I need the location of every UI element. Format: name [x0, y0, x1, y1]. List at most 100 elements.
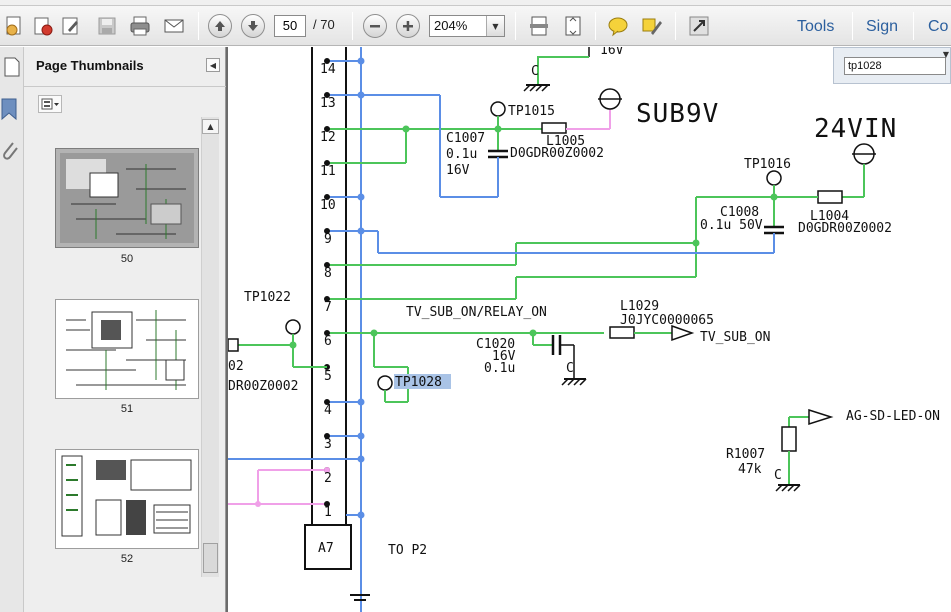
zoom-out-icon[interactable] — [363, 14, 387, 38]
pin-number: 1 — [324, 505, 332, 520]
page-icon[interactable] — [2, 57, 22, 81]
label-c1008-value: 0.1u 50V — [700, 218, 763, 233]
toolbar: 50 / 70 204% ▼ Tools S — [0, 6, 951, 46]
label-tp1028: TP1028 — [395, 375, 442, 390]
comment-icon[interactable] — [606, 14, 630, 38]
label-tv-sub-relay: TV_SUB_ON/RELAY_ON — [406, 305, 547, 320]
zoom-in-icon[interactable] — [396, 14, 420, 38]
label-c-top: C — [531, 64, 539, 79]
find-input[interactable]: tp1028 — [844, 57, 946, 75]
label-l1004-part: D0GDR00Z0002 — [798, 221, 892, 236]
bookmark-icon[interactable] — [0, 97, 20, 125]
thumbnail-page-52[interactable] — [55, 449, 199, 549]
page-count: / 70 — [313, 17, 335, 32]
label-l1029-part: J0JYC0000065 — [620, 313, 714, 328]
thumbnail-scrollbar[interactable]: ▲ — [201, 117, 219, 577]
panel-header: Page Thumbnails ◀ — [24, 47, 226, 87]
zoom-select[interactable]: 204% ▼ — [429, 15, 505, 37]
open-icon[interactable] — [31, 14, 55, 38]
label-tp1015: TP1015 — [508, 104, 555, 119]
thumbnail-label: 50 — [120, 253, 134, 265]
test-point-tp1022 — [285, 319, 301, 335]
sign-link[interactable]: Sign — [866, 18, 899, 35]
toolbar-separator — [675, 12, 676, 40]
thumbnail-page-51[interactable] — [55, 299, 199, 399]
schematic-drawing: 14 13 12 11 10 9 8 7 6 5 4 3 2 1 A7 TO P… — [228, 47, 940, 612]
label-c1007-value: 0.1u — [446, 147, 477, 162]
thumbnail-options-button[interactable] — [38, 95, 62, 113]
next-page-icon[interactable] — [241, 14, 265, 38]
label-part-dr: DR00Z0002 — [228, 379, 298, 394]
navigation-strip — [0, 47, 24, 612]
fit-page-icon[interactable] — [561, 14, 585, 38]
label-c1007: C1007 — [446, 131, 485, 146]
label-c1020-voltage: 16V — [492, 349, 516, 364]
document-view[interactable]: 14 13 12 11 10 9 8 7 6 5 4 3 2 1 A7 TO P… — [226, 47, 951, 612]
collapse-panel-button[interactable]: ◀ — [206, 58, 220, 72]
pin-number: 12 — [320, 130, 336, 145]
thumbnail-page-50[interactable] — [55, 148, 199, 248]
pin-number: 9 — [324, 232, 332, 247]
pin-number: 5 — [324, 369, 332, 384]
pin-number: 13 — [320, 96, 336, 111]
label-c-mid: C — [566, 361, 574, 376]
tools-link[interactable]: Tools — [797, 18, 835, 35]
previous-page-icon[interactable] — [208, 14, 232, 38]
label-r1007-value: 47k — [738, 462, 762, 477]
label-c-low: C — [774, 468, 782, 483]
chevron-down-icon[interactable]: ▼ — [486, 16, 504, 36]
test-point-tp1016 — [766, 170, 782, 186]
label-l1005: L1005 — [546, 134, 585, 149]
thumbnail-label: 51 — [120, 403, 134, 415]
inductor-l1005 — [541, 122, 567, 134]
fullscreen-icon[interactable] — [687, 14, 711, 38]
label-part-02: 02 — [228, 359, 244, 374]
label-c1008: C1008 — [720, 205, 759, 220]
label-l1004: L1004 — [810, 209, 849, 224]
inductor-l1029 — [609, 326, 635, 339]
test-point-tp1028 — [377, 375, 393, 391]
pin-number: 10 — [320, 198, 336, 213]
chevron-down-icon[interactable]: ▼ — [942, 50, 949, 59]
page-number-input[interactable]: 50 — [274, 15, 306, 37]
label-sub9v: SUB9V — [636, 99, 719, 129]
search-highlight — [394, 374, 451, 389]
create-pdf-icon[interactable] — [3, 14, 27, 38]
pin-number: 4 — [324, 403, 332, 418]
comment-link[interactable]: Co — [928, 18, 949, 35]
toolbar-separator — [515, 12, 516, 40]
label-tv-sub-on: TV_SUB_ON — [700, 330, 770, 345]
thumbnail-label: 52 — [120, 553, 134, 565]
pin-number: 3 — [324, 437, 332, 452]
label-tp1016: TP1016 — [744, 157, 791, 172]
fit-width-icon[interactable] — [527, 14, 551, 38]
email-icon[interactable] — [162, 14, 186, 38]
test-point-tp1015 — [490, 101, 506, 117]
print-icon[interactable] — [128, 14, 152, 38]
menu-bar — [0, 0, 951, 6]
thumbnails-panel: Page Thumbnails ◀ ▲ 50 — [24, 47, 226, 612]
toolbar-separator — [595, 12, 596, 40]
edit-icon[interactable] — [59, 14, 83, 38]
label-tp1022: TP1022 — [244, 290, 291, 305]
zoom-value: 204% — [434, 18, 468, 33]
highlight-icon[interactable] — [640, 14, 664, 38]
find-toolbar: tp1028 ▼ — [833, 47, 951, 84]
attachment-icon[interactable] — [0, 139, 20, 169]
pin-number: 6 — [324, 334, 332, 349]
pin-number: 14 — [320, 62, 336, 77]
toolbar-separator — [352, 12, 353, 40]
scrollbar-thumb[interactable] — [203, 543, 218, 573]
label-l1005-part: D0GDR00Z0002 — [510, 146, 604, 161]
toolbar-separator — [198, 12, 199, 40]
label-r1007: R1007 — [726, 447, 765, 462]
scroll-up-icon[interactable]: ▲ — [202, 119, 219, 134]
label-c1007-voltage: 16V — [446, 163, 470, 178]
connector-label: A7 — [318, 541, 334, 556]
pin-number: 2 — [324, 471, 332, 486]
toolbar-separator — [852, 12, 853, 40]
save-icon[interactable] — [95, 14, 119, 38]
signal-arrow-ag-sd — [808, 408, 834, 426]
label-l1029: L1029 — [620, 299, 659, 314]
